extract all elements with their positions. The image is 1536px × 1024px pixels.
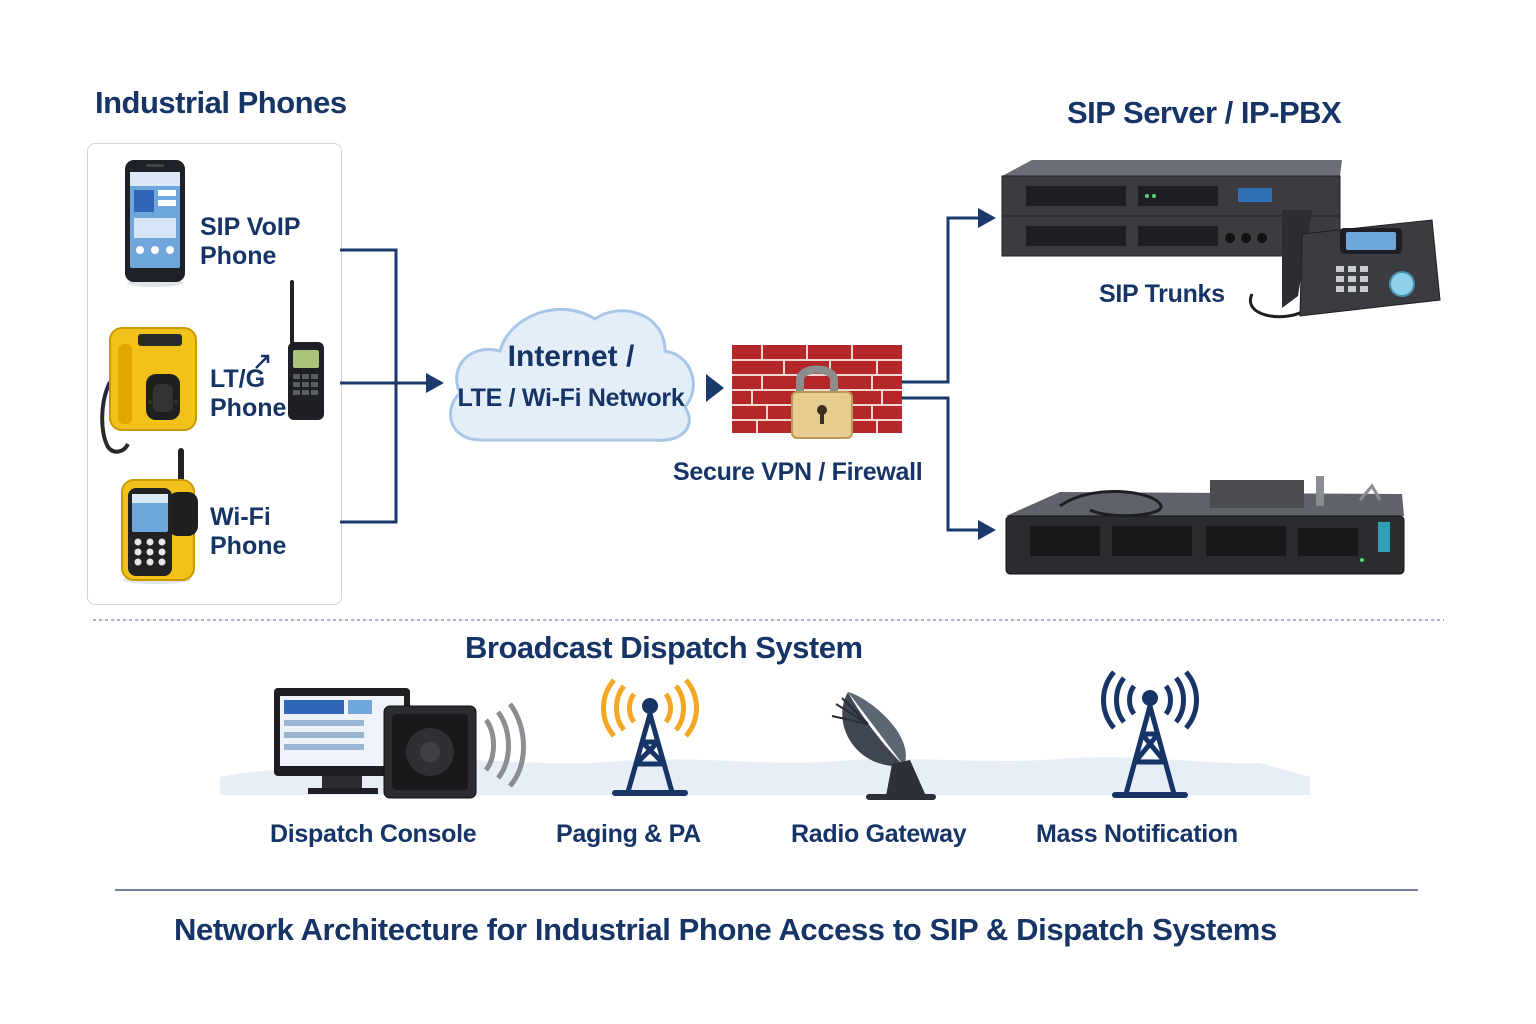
footer-caption: Network Architecture for Industrial Phon… [174, 912, 1277, 947]
rugged-phone-icon [98, 322, 203, 457]
arrow-to-cloud-icon [426, 373, 444, 393]
dispatch-title: Broadcast Dispatch System [465, 630, 863, 665]
sip-voip-phone-label: SIP VoIP Phone [200, 213, 301, 270]
phones-bus-line [340, 248, 398, 524]
firewall-label: Secure VPN / Firewall [673, 458, 923, 486]
desk-ip-phone-icon [1242, 204, 1442, 326]
arrow-to-firewall-icon [706, 374, 724, 402]
sip-trunks-label: SIP Trunks [1099, 280, 1225, 308]
wifi-phone-label: Wi-Fi Phone [210, 503, 287, 560]
network-title: Internet / [507, 340, 635, 373]
network-subtitle: LTE / Wi-Fi Network [457, 384, 685, 412]
satellite-dish-icon [826, 684, 936, 802]
dispatch-console-icon [272, 686, 532, 802]
industrial-phones-title: Industrial Phones [95, 85, 347, 120]
horizon-skyline [220, 735, 1310, 795]
firewall-to-gateway-line [902, 396, 980, 532]
notification-tower-icon [1100, 668, 1200, 800]
cloud-icon [440, 295, 702, 447]
arrow-to-gateway-icon [978, 520, 996, 540]
walkie-talkie-icon [284, 278, 328, 423]
paging-label: Paging & PA [556, 820, 701, 848]
sip-server-title: SIP Server / IP-PBX [1067, 95, 1342, 130]
dispatch-console-label: Dispatch Console [270, 820, 477, 848]
paging-tower-icon [600, 676, 700, 798]
arrow-to-sip-icon [978, 208, 996, 228]
gateway-appliance-icon [1000, 470, 1410, 582]
radio-gateway-label: Radio Gateway [791, 820, 967, 848]
firewall-to-sip-line [902, 216, 980, 384]
lte-phone-label: LT/G Phone [210, 365, 287, 422]
signal-arrow-icon [255, 354, 270, 369]
firewall-lock-icon [732, 340, 902, 440]
wifi-handset-icon [112, 446, 202, 586]
smartphone-icon [120, 158, 190, 288]
mass-notification-label: Mass Notification [1036, 820, 1238, 848]
